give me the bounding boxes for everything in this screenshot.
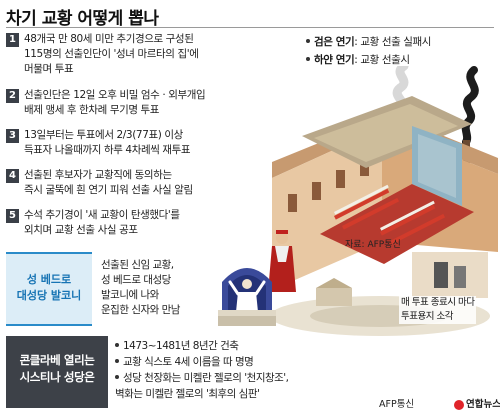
balcony-label-box: 성 베드로 대성당 발코니 — [6, 252, 92, 326]
title-divider — [6, 27, 494, 28]
step-text: 13일부터는 투표에서 2/3(77표) 이상 득표자 나올때까지 하루 4차례… — [24, 129, 191, 156]
window-icon — [288, 194, 297, 212]
step-number: 1 — [6, 33, 19, 47]
bullet-icon — [306, 39, 310, 43]
chapel-fact: 1473~1481년 8년간 건축 — [115, 338, 405, 354]
balcony-description: 선출된 신임 교황, 성 베드로 대성당 발코니에 나와 운집한 신자와 만남 — [101, 259, 180, 316]
stove-icon — [434, 262, 448, 288]
step-2: 2 선출인단은 12일 오후 비밀 엄수 · 외부개입 배제 맹세 후 한차례 … — [6, 88, 268, 118]
smoke-legend: 검은 연기: 교황 선출 실패시 하얀 연기: 교황 선출시 — [306, 33, 496, 69]
bullet-icon — [306, 57, 310, 61]
window-icon — [336, 170, 345, 188]
step-number: 2 — [6, 89, 19, 103]
step-3: 3 13일부터는 투표에서 2/3(77표) 이상 득표자 나올때까지 하루 4… — [6, 128, 268, 158]
step-text: 선출된 후보자가 교황직에 동의하는 즉시 굴뚝에 흰 연기 피워 선출 사실 … — [24, 169, 193, 196]
chapel-fact: 교황 식스토 4세 이름을 따 명명 — [115, 354, 405, 370]
step-text: 수석 추기경이 '새 교황이 탄생했다'를 외치며 교황 선출 사실 공포 — [24, 209, 180, 236]
bullet-icon — [115, 359, 119, 363]
chapel-title: 콘클라베 열리는 시스티나 성당은 — [19, 353, 95, 384]
stove-room — [412, 252, 488, 298]
chapel-label-box: 콘클라베 열리는 시스티나 성당은 — [6, 336, 108, 408]
chapel-facts: 1473~1481년 8년간 건축 교황 식스토 4세 이름을 따 명명 성당 … — [115, 338, 405, 402]
window-icon — [312, 182, 321, 200]
bullet-icon — [115, 343, 119, 347]
cardinal-figure-icon — [268, 230, 296, 292]
legend-white-smoke: 하얀 연기: 교황 선출시 — [306, 51, 496, 69]
step-number: 4 — [6, 169, 19, 183]
step-text: 48개국 만 80세 미만 추기경으로 구성된 115명의 선출인단이 '성녀 … — [24, 33, 199, 75]
legend-black-smoke: 검은 연기: 교황 선출 실패시 — [306, 33, 496, 51]
agency-logo-icon — [454, 399, 464, 410]
step-4: 4 선출된 후보자가 교황직에 동의하는 즉시 굴뚝에 흰 연기 피워 선출 사… — [6, 168, 268, 198]
balcony-title: 성 베드로 대성당 발코니 — [16, 273, 82, 302]
balcony-pope-icon — [218, 268, 276, 326]
step-text: 선출인단은 12일 오후 비밀 엄수 · 외부개입 배제 맹세 후 한차례 무기… — [24, 89, 206, 116]
footer-source: AFP통신 — [379, 399, 415, 410]
sistine-chapel-illustration — [268, 66, 498, 336]
step-number: 5 — [6, 209, 19, 223]
chapel-fact: 성당 천장화는 미켈란 젤로의 '천지창조', 벽화는 미켈란 젤로의 '최후의… — [115, 372, 289, 400]
step-number: 3 — [6, 129, 19, 143]
agency-credit: 연합뉴스 — [454, 396, 500, 410]
page-title: 차기 교황 어떻게 뽑나 — [6, 9, 159, 29]
illustration-source: 자료: AFP통신 — [345, 240, 401, 250]
cardinal-seats — [334, 188, 446, 246]
step-5: 5 수석 추기경이 '새 교황이 탄생했다'를 외치며 교황 선출 사실 공포 — [6, 208, 268, 238]
step-1: 1 48개국 만 80세 미만 추기경으로 구성된 115명의 선출인단이 '성… — [6, 32, 268, 77]
stove-caption: 매 투표 종료시 마다 투표용지 소각 — [399, 296, 477, 324]
black-smoke-icon — [461, 66, 479, 146]
bullet-icon — [115, 375, 119, 379]
